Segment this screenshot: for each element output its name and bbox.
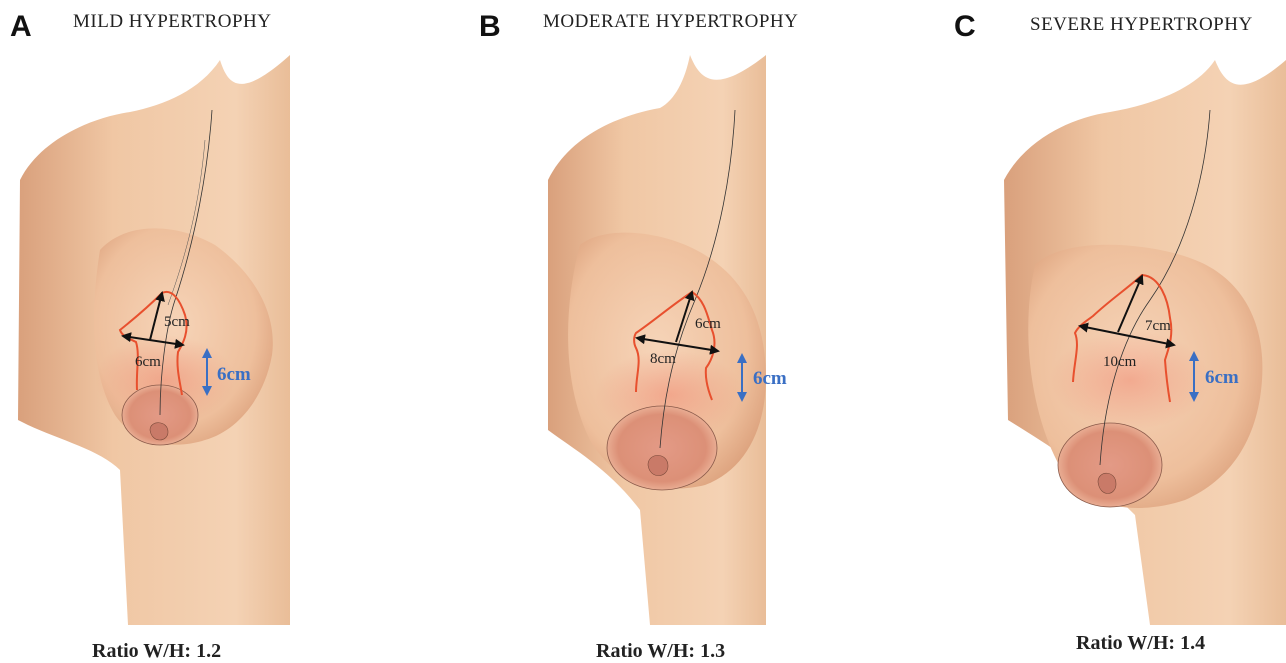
side-label-a: 6cm [217, 364, 251, 385]
width-label-c: 10cm [1103, 354, 1137, 370]
nipple-b [648, 455, 668, 475]
side-label-c: 6cm [1205, 367, 1239, 388]
panel-b-illustration: 6cm 8cm 6cm [548, 55, 787, 625]
areola-b [607, 406, 717, 490]
ratio-label-a: Ratio W/H: 1.2 [92, 640, 221, 663]
width-label-b: 8cm [650, 351, 676, 367]
panel-letter-b: B [479, 10, 501, 44]
panel-title-b: MODERATE HYPERTROPHY [543, 11, 798, 33]
width-label-a: 6cm [135, 354, 161, 370]
ratio-label-b: Ratio W/H: 1.3 [596, 640, 725, 663]
ratio-label-c: Ratio W/H: 1.4 [1076, 632, 1205, 655]
height-label-b: 6cm [695, 316, 721, 332]
height-label-c: 7cm [1145, 318, 1171, 334]
height-label-a: 5cm [164, 314, 190, 330]
side-label-b: 6cm [753, 368, 787, 389]
panel-c-illustration: 7cm 10cm 6cm [1004, 60, 1286, 625]
panel-a-illustration: 5cm 6cm 6cm [18, 55, 290, 625]
panel-title-c: SEVERE HYPERTROPHY [1030, 14, 1253, 36]
panel-title-a: MILD HYPERTROPHY [73, 11, 271, 33]
panel-letter-c: C [954, 10, 976, 44]
areola-c [1058, 423, 1162, 507]
panel-letter-a: A [10, 10, 32, 44]
